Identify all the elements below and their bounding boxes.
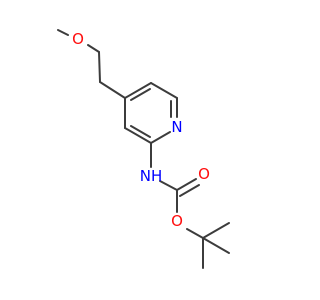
ring-bond-c5-c4	[124, 82, 152, 99]
bond-tbu-me2	[202, 222, 230, 239]
molecule-structure: O N NH O O	[57, 29, 230, 269]
bonds	[57, 29, 230, 269]
atom-ester-o: O	[171, 212, 183, 230]
ring-bond-c2-n	[150, 131, 171, 144]
ring-bond-c6-c5	[150, 82, 178, 99]
bond-c-o-double-b	[179, 184, 200, 197]
atom-ring-n: N	[171, 118, 182, 136]
bond-o-ch2	[87, 44, 100, 53]
atom-labels: O N NH O O	[72, 30, 210, 230]
atom-methoxy-o: O	[72, 30, 84, 48]
bond-c-o-double-a	[176, 178, 197, 191]
ring-bond-c3-c2-double	[130, 125, 151, 138]
bond-nh-c	[159, 180, 178, 191]
bond-o-tbu	[186, 228, 204, 239]
bond-ch2-ring	[99, 81, 126, 99]
ring-bond-c3-c2	[124, 127, 152, 144]
ring-bond-c5-c4-double	[130, 88, 151, 101]
atom-carbonyl-o: O	[198, 165, 210, 183]
bond-ch2	[98, 51, 101, 83]
bond-methyl-o	[57, 29, 69, 36]
atom-amide-nh: NH	[140, 167, 163, 185]
bond-tbu-me3	[202, 237, 230, 254]
